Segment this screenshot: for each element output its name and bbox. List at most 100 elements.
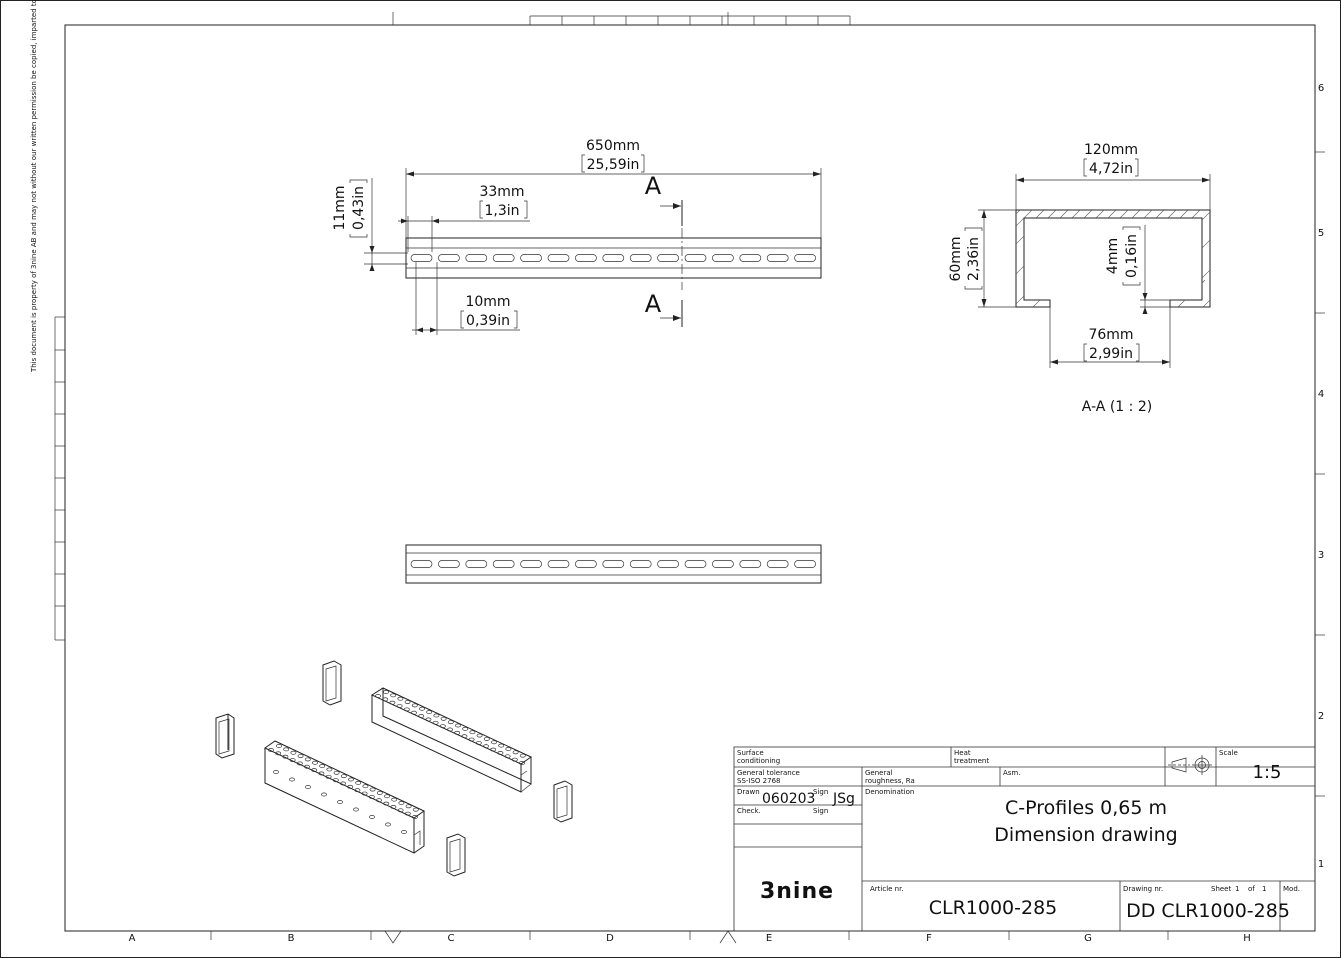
left-strip [54,316,65,641]
slot [354,788,361,793]
sheet-total: 1 [1262,885,1266,893]
tolerance-label: General tolerance [737,769,800,777]
slot [766,560,789,568]
row-label-4: 4 [1318,389,1324,400]
slot [629,560,652,568]
section-mark-bottom: A [645,290,662,318]
projection-symbol-icon [1168,755,1212,775]
bottom-view-profile [405,544,822,584]
slot [497,751,504,755]
slot [483,744,489,749]
slot [362,784,369,789]
slot [275,751,282,756]
width-dimension-mm: 120mm [1084,142,1138,158]
slot [432,720,439,725]
slot [419,706,425,711]
slot [602,254,625,262]
of-label: of [1248,885,1255,893]
end-cap-2 [322,660,342,706]
col-label-c: C [448,933,455,944]
slot [353,807,359,812]
slot [389,700,396,705]
end-cap-3 [553,780,573,823]
slot [519,753,526,758]
slot [340,774,347,779]
slot [390,805,397,809]
slot [739,560,762,568]
slot [382,697,389,702]
slot [426,710,433,715]
sheet-label: Sheet [1211,885,1231,893]
slot [465,560,488,568]
slot [438,560,460,568]
rail-upper [370,687,532,793]
slot [712,560,734,568]
slot [766,254,789,262]
drawn-sign-label: Sign [813,788,828,796]
slot [438,254,460,262]
slot [348,777,354,782]
row-label-5: 5 [1318,228,1324,239]
length-dimension-in: 25,59in [587,157,640,173]
slot [684,254,707,262]
slot [794,560,816,568]
slot [403,707,410,712]
slot [290,750,297,755]
end-cap-1 [215,713,235,759]
slot [289,758,296,763]
drawing-nr-value: DD CLR1000-285 [1126,900,1290,922]
col-label-h: H [1243,933,1251,944]
slot [657,560,679,568]
section-view: 120mm 4,72in 60mm 2,36in 4mm 0,16in 76mm… [948,142,1211,415]
slot [520,254,542,262]
slot [332,778,339,783]
height-dimension-mm: 11mm [332,185,348,230]
slot [319,764,326,769]
slot [465,254,488,262]
slot [333,770,340,775]
row-label-2: 2 [1318,711,1324,722]
slot [794,254,816,262]
slot [504,754,511,759]
slot [433,713,440,718]
slot [325,774,332,779]
section-caption: A-A (1 : 2) [1082,399,1152,415]
slot [398,801,405,805]
front-view-profile [405,237,822,279]
slot [439,724,446,729]
slot [390,693,397,698]
slot [418,714,425,719]
slot [657,254,679,262]
slot [410,560,433,568]
isometric-view [215,660,573,877]
slot [283,747,290,752]
tolerance-value: SS-ISO 2768 [737,777,780,785]
denomination-label: Denomination [865,788,914,796]
drawn-sign: JSg [832,791,855,807]
slot [268,748,274,752]
slot [355,780,362,785]
end-cap-4 [446,833,466,877]
width-dimension-in: 4,72in [1089,161,1133,177]
slot [425,717,432,722]
slot [505,747,512,751]
section-mark-top: A [645,172,662,200]
row-label-1: 1 [1318,859,1324,870]
mod-label: Mod. [1283,885,1300,893]
slot [412,815,418,819]
slot [376,790,383,795]
col-label-b: B [288,933,295,944]
drawing-title-line2: Dimension drawing [994,824,1177,846]
slot [712,254,734,262]
top-ticks [392,12,851,25]
slot [347,784,354,789]
height-section-in: 2,36in [966,237,982,281]
slot [602,560,625,568]
slot [305,785,311,789]
slot [401,830,407,834]
slot [475,740,482,745]
slot [468,737,475,742]
